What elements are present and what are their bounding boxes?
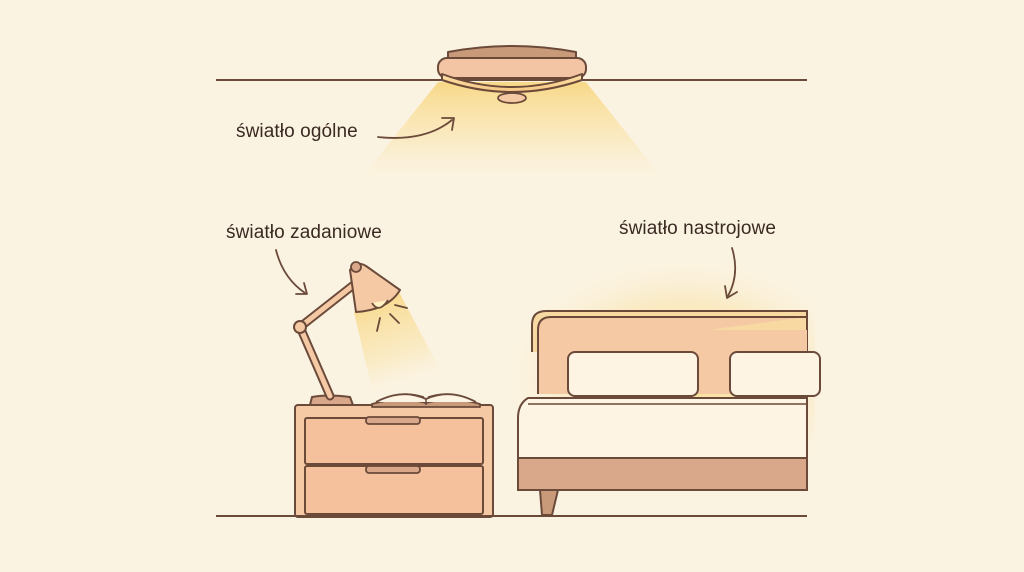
curved-arrow-mood — [727, 247, 737, 297]
arrow-head-task — [295, 282, 308, 295]
bed-icon — [517, 310, 821, 516]
curved-arrow-task — [275, 249, 306, 294]
nightstand-icon — [294, 404, 494, 518]
arrow-head-mood — [724, 285, 738, 299]
task-light-beam — [354, 290, 455, 398]
curved-arrow-icon — [377, 119, 453, 139]
open-book-icon — [371, 393, 481, 408]
label-mood-light: światło nastrojowe — [619, 218, 777, 239]
arrow-head-general — [441, 117, 455, 131]
label-general-light: światło ogólne — [236, 121, 358, 142]
label-task-light: światło zadaniowe — [226, 222, 382, 243]
ceiling-light-beam — [352, 82, 672, 190]
desk-lamp-icon — [293, 261, 408, 406]
ceiling-lamp-icon — [437, 45, 587, 104]
